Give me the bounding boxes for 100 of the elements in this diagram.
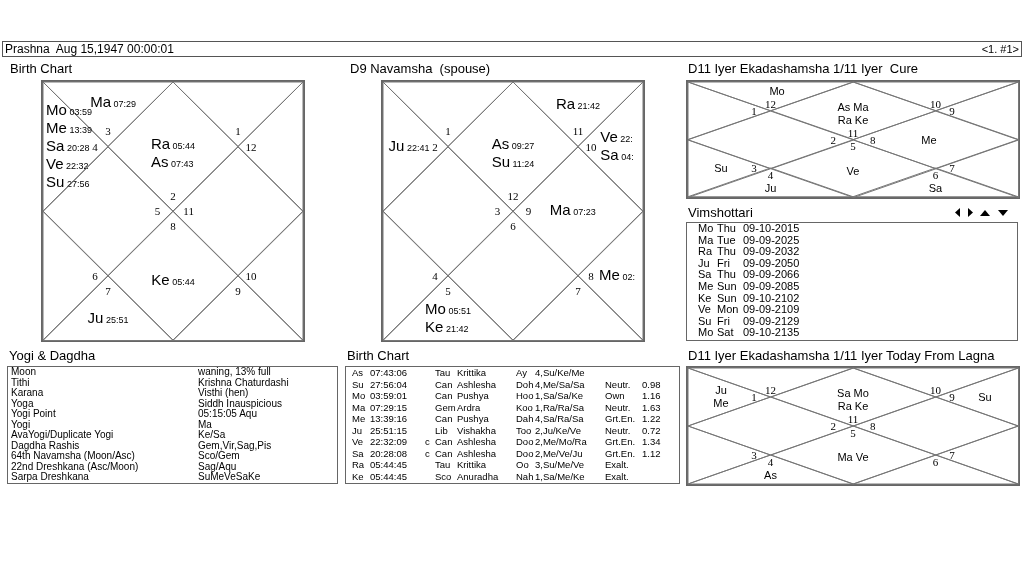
- planet-position: Ju 22:41: [388, 137, 430, 156]
- house-number: 6: [92, 270, 98, 281]
- planet-position: Ma Ve: [837, 450, 869, 464]
- table-cell: Pushya: [457, 413, 489, 425]
- planet-position: Su 27:56: [46, 173, 91, 192]
- house-number: 5: [850, 427, 856, 439]
- planet-position: Su 11:24: [491, 154, 535, 173]
- table-cell: Thu: [717, 246, 736, 258]
- table-cell: Siddh Inauspicious: [198, 398, 282, 409]
- planet-position: Ma 07:23: [549, 202, 596, 220]
- house-number: 1: [235, 125, 241, 137]
- table-cell: Tithi: [11, 377, 30, 388]
- table-cell: Ay: [516, 367, 527, 379]
- table-cell: Tau: [435, 367, 451, 379]
- table-cell: Exalt.: [605, 459, 629, 471]
- house-number: 5: [445, 285, 451, 297]
- panel-title: D11 Iyer Ekadashamsha 1/11 Iyer Cure: [688, 61, 919, 76]
- planet-position: As: [764, 468, 777, 482]
- house-number: 12: [765, 384, 776, 396]
- panel-title: D9 Navamsha (spouse): [350, 61, 491, 76]
- table-cell: Me: [352, 413, 366, 425]
- table-cell: Karana: [11, 388, 44, 399]
- table-cell: Su: [698, 315, 712, 328]
- house-number: 7: [949, 449, 955, 461]
- table-cell: Ashlesha: [457, 436, 497, 448]
- house-number: 7: [575, 285, 581, 297]
- table-cell: Neutr.: [605, 401, 631, 413]
- table-cell: Oo: [516, 459, 529, 471]
- table-cell: Own: [605, 390, 625, 402]
- planet-position: Me: [713, 397, 729, 410]
- planet-position: Ju 25:51: [87, 310, 129, 329]
- table-cell: Sa: [698, 269, 712, 281]
- house-number: 8: [170, 220, 176, 232]
- table-cell: 09-10-2135: [743, 327, 800, 339]
- house-triangle: [383, 275, 513, 340]
- table-cell: Doh: [516, 378, 534, 390]
- table-cell: Gem,Vir,Sag,Pis: [198, 440, 272, 451]
- house-number: 3: [105, 125, 111, 137]
- table-cell: 1,Sa/Me/Ke: [535, 470, 585, 482]
- table-cell: Can: [435, 390, 453, 402]
- table-cell: Thu: [717, 269, 736, 281]
- table-cell: 2,Ju/Ke/Ve: [535, 424, 581, 436]
- planet-position: Me 13:39: [46, 119, 92, 138]
- house-number: 3: [494, 205, 501, 217]
- table-cell: Sarpa Dreshkana: [11, 472, 89, 483]
- table-cell: 0.98: [642, 378, 661, 390]
- house-number: 9: [525, 205, 532, 217]
- table-cell: Sag/Aqu: [198, 461, 237, 472]
- planet-position: Ju: [714, 384, 728, 397]
- house-number: 2: [830, 134, 836, 145]
- title-bar: [2, 41, 1022, 57]
- table-cell: Can: [435, 447, 453, 459]
- planet-position: Mo 05:51: [425, 301, 471, 320]
- planet-position: Sa 20:28: [46, 137, 91, 156]
- table-cell: Mo: [352, 390, 366, 402]
- panel-title: D11 Iyer Ekadashamsha 1/11 Iyer Today From Lagna: [688, 348, 995, 363]
- table-cell: 1.22: [642, 413, 661, 425]
- table-cell: Anuradha: [457, 470, 499, 482]
- house-number: 10: [930, 384, 941, 396]
- table-cell: Ju: [352, 424, 363, 436]
- table-cell: 1.34: [642, 436, 661, 448]
- table-cell: 09-09-2025: [743, 234, 800, 247]
- table-cell: 09-10-2102: [743, 292, 800, 305]
- table-cell: 05:44:45: [370, 459, 407, 471]
- planet-position: Ra Ke: [837, 114, 869, 128]
- table-cell: Ke: [698, 292, 712, 305]
- table-cell: Ashlesha: [457, 378, 497, 390]
- table-cell: Yoga: [11, 398, 34, 409]
- panel-title: Yogi & Dagdha: [9, 348, 96, 363]
- table-cell: Grt.En.: [605, 413, 636, 425]
- house-number: 9: [235, 285, 241, 297]
- table-cell: Tue: [717, 234, 736, 247]
- table-cell: 09-09-2050: [743, 257, 800, 270]
- table-cell: Pushya: [457, 390, 489, 402]
- table-cell: Neutr.: [605, 424, 631, 436]
- table-cell: Mo: [698, 223, 714, 235]
- table-cell: Krittika: [457, 367, 487, 379]
- house-number: 11: [183, 205, 194, 217]
- table-cell: c: [425, 436, 430, 448]
- table-cell: Neutr.: [605, 378, 631, 390]
- house-triangle: [43, 275, 173, 340]
- table-cell: 09-09-2085: [743, 281, 800, 293]
- table-cell: 25:51:15: [370, 424, 407, 436]
- house-number: 11: [572, 125, 584, 137]
- panel-title: Birth Chart: [10, 61, 73, 76]
- table-cell: Can: [435, 378, 453, 390]
- table-cell: Hoo: [516, 390, 534, 402]
- table-cell: 09-09-2066: [743, 269, 800, 281]
- planet-position: Me 02:: [599, 266, 635, 285]
- table-cell: Sun: [717, 292, 737, 305]
- house-number: 2: [830, 420, 836, 432]
- planet-position: Mo 03:59: [46, 101, 92, 120]
- table-cell: Mon: [717, 304, 739, 316]
- house-triangle: [383, 82, 448, 211]
- house-number: 7: [949, 162, 955, 174]
- house-number: 9: [949, 391, 955, 403]
- table-cell: 1.16: [642, 390, 661, 402]
- table-cell: Sun: [717, 281, 737, 293]
- table-cell: Ke/Sa: [198, 430, 226, 441]
- table-cell: Doo: [516, 447, 534, 459]
